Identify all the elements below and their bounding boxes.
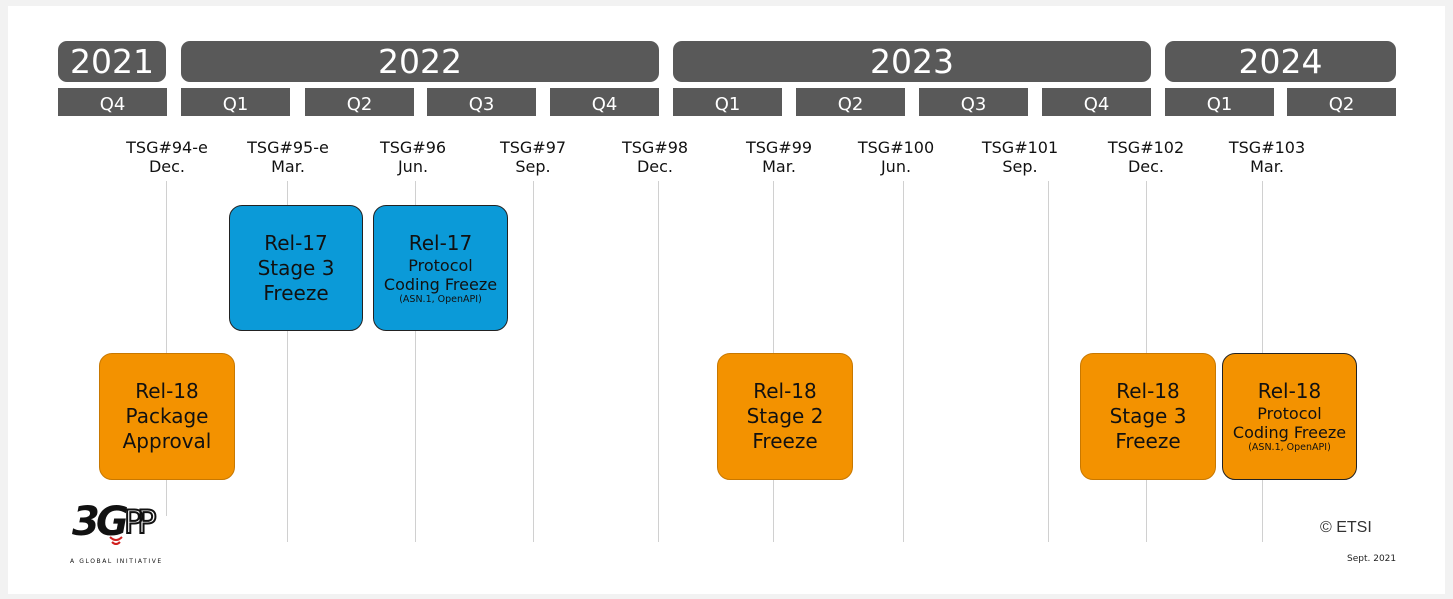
milestone-stage: Stage 3: [257, 255, 335, 280]
meeting-line-94: [166, 181, 167, 516]
footer-date: Sept. 2021: [1347, 554, 1397, 564]
meeting-line-101: [1048, 181, 1049, 542]
meeting-line-95: [287, 181, 288, 542]
meeting-name: TSG#101: [981, 138, 1059, 157]
meeting-name: TSG#100: [857, 138, 935, 157]
meeting-tsg96: TSG#96 Jun.: [358, 138, 468, 176]
meeting-line-100: [903, 181, 904, 542]
milestone-rel18-package-approval: Rel-18 Package Approval: [99, 353, 235, 480]
quarter-2022-q3: Q3: [427, 88, 536, 116]
quarter-2023-q4: Q4: [1042, 88, 1151, 116]
milestone-release: Rel-17: [408, 230, 473, 255]
milestone-stage: Package: [125, 404, 209, 428]
meeting-tsg97: TSG#97 Sep.: [478, 138, 588, 176]
quarter-2023-q3: Q3: [919, 88, 1028, 116]
milestone-release: Rel-18: [1116, 379, 1180, 403]
milestone-note: (ASN.1, OpenAPI): [1248, 442, 1331, 453]
milestone-rel18-stage3-freeze: Rel-18 Stage 3 Freeze: [1080, 353, 1216, 480]
milestone-stage: Protocol: [408, 255, 473, 275]
meeting-month: Mar.: [1250, 157, 1284, 176]
milestone-stage: Protocol: [1257, 404, 1322, 423]
meeting-tsg94: TSG#94-e Dec.: [112, 138, 222, 176]
year-2023: 2023: [673, 41, 1151, 82]
meeting-tsg100: TSG#100 Jun.: [841, 138, 951, 176]
meeting-name: TSG#96: [379, 138, 447, 157]
meeting-month: Dec.: [636, 157, 674, 176]
year-2021: 2021: [58, 41, 166, 82]
meeting-line-96: [415, 181, 416, 542]
meeting-name: TSG#97: [499, 138, 567, 157]
meeting-name: TSG#102: [1107, 138, 1185, 157]
meeting-month: Jun.: [397, 157, 429, 176]
meeting-month: Dec.: [1127, 157, 1165, 176]
milestone-event: Freeze: [1115, 429, 1181, 453]
milestone-rel17-stage3-freeze: Rel-17 Stage 3 Freeze: [229, 205, 363, 331]
milestone-stage: Stage 2: [746, 404, 824, 428]
timeline-diagram: 2021 2022 2023 2024 Q4 Q1 Q2 Q3 Q4 Q1 Q2…: [8, 6, 1445, 594]
meeting-month: Mar.: [762, 157, 796, 176]
milestone-release: Rel-18: [1257, 379, 1322, 403]
meeting-month: Mar.: [271, 157, 305, 176]
meeting-month: Sep.: [1002, 157, 1038, 176]
quarter-2024-q2: Q2: [1287, 88, 1396, 116]
meeting-tsg95: TSG#95-e Mar.: [233, 138, 343, 176]
quarter-2023-q1: Q1: [673, 88, 782, 116]
3gpp-logo: 3G PP: [72, 499, 163, 545]
quarter-2022-q4: Q4: [550, 88, 659, 116]
logo-tagline: A GLOBAL INITIATIVE: [70, 558, 163, 565]
meeting-month: Sep.: [515, 157, 551, 176]
meeting-name: TSG#98: [621, 138, 689, 157]
meeting-tsg99: TSG#99 Mar.: [724, 138, 834, 176]
meeting-name: TSG#103: [1228, 138, 1306, 157]
meeting-name: TSG#94-e: [126, 138, 208, 157]
milestone-rel18-protocol-coding-freeze: Rel-18 Protocol Coding Freeze (ASN.1, Op…: [1222, 353, 1357, 480]
svg-text:PP: PP: [124, 503, 156, 541]
milestone-rel17-protocol-coding-freeze: Rel-17 Protocol Coding Freeze (ASN.1, Op…: [373, 205, 508, 331]
milestone-event: Coding Freeze: [1232, 423, 1347, 442]
meeting-line-97: [533, 181, 534, 542]
quarter-2024-q1: Q1: [1165, 88, 1274, 116]
milestone-event: Approval: [122, 429, 212, 453]
meeting-tsg102: TSG#102 Dec.: [1091, 138, 1201, 176]
quarter-2023-q2: Q2: [796, 88, 905, 116]
milestone-release: Rel-18: [135, 379, 199, 403]
copyright-text: © ETSI: [1320, 519, 1372, 536]
year-2024: 2024: [1165, 41, 1396, 82]
meeting-month: Dec.: [148, 157, 186, 176]
milestone-event: Freeze: [752, 429, 818, 453]
milestone-rel18-stage2-freeze: Rel-18 Stage 2 Freeze: [717, 353, 853, 480]
quarter-2022-q2: Q2: [305, 88, 414, 116]
year-2022: 2022: [181, 41, 659, 82]
meeting-month: Jun.: [880, 157, 912, 176]
milestone-event: Freeze: [263, 280, 329, 305]
meeting-tsg101: TSG#101 Sep.: [965, 138, 1075, 176]
quarter-2021-q4: Q4: [58, 88, 167, 116]
meeting-tsg103: TSG#103 Mar.: [1212, 138, 1322, 176]
meeting-name: TSG#99: [745, 138, 813, 157]
milestone-stage: Stage 3: [1109, 404, 1187, 428]
milestone-event: Coding Freeze: [383, 274, 498, 294]
milestone-release: Rel-17: [264, 230, 328, 255]
quarter-2022-q1: Q1: [181, 88, 290, 116]
milestone-release: Rel-18: [753, 379, 817, 403]
meeting-line-98: [658, 181, 659, 542]
milestone-note: (ASN.1, OpenAPI): [399, 293, 482, 305]
meeting-name: TSG#95-e: [247, 138, 329, 157]
meeting-tsg98: TSG#98 Dec.: [600, 138, 710, 176]
